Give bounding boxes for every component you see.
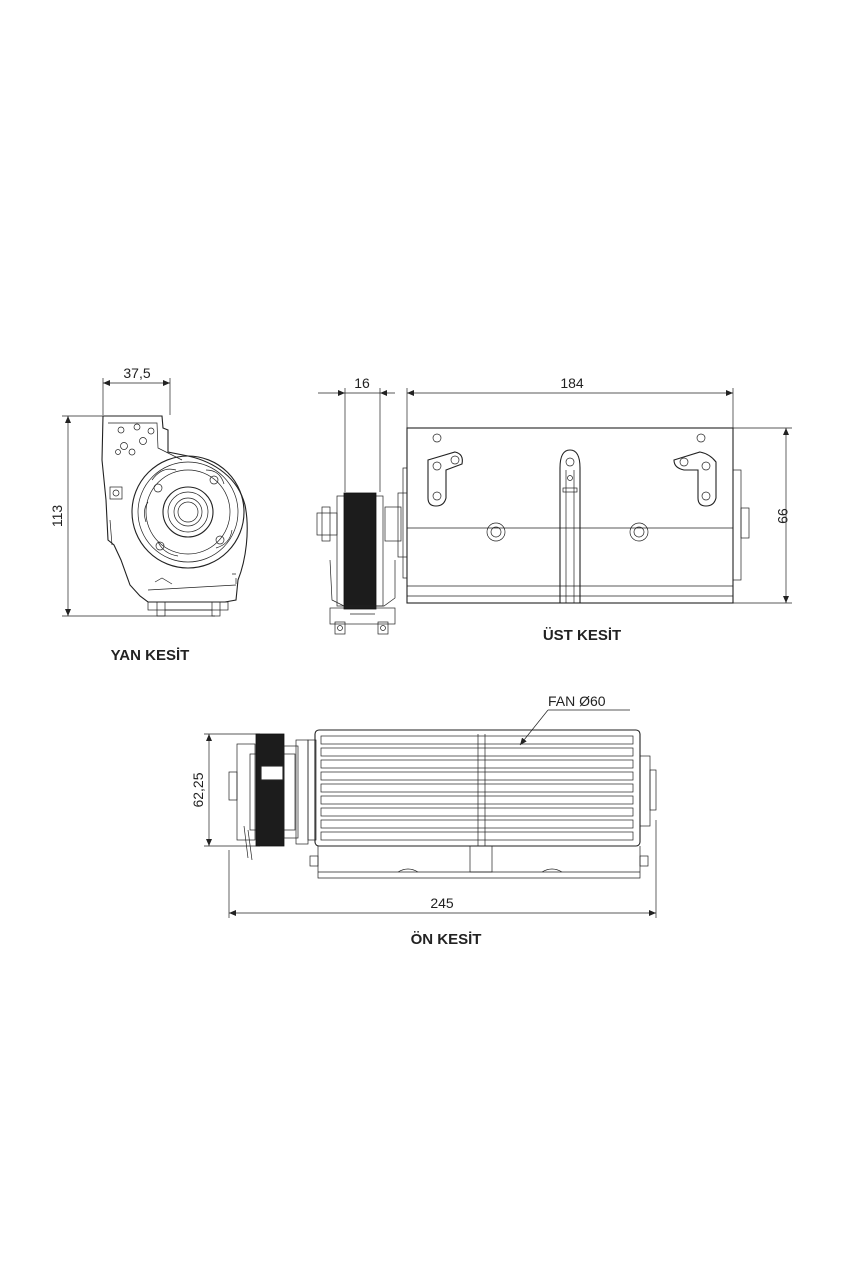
top-motor-bracket [316, 512, 338, 536]
front-base-plate [317, 846, 641, 879]
side-view-caption: YAN KESİT [111, 647, 190, 664]
side-motor-hub [162, 486, 214, 538]
top-motor-winding [343, 492, 377, 610]
top-view: 16 184 99 [316, 375, 792, 644]
front-fan-blades [320, 735, 634, 841]
top-right-mount-slot [673, 451, 717, 507]
side-width-dimension: 37,5 [123, 365, 150, 381]
top-center-rib [559, 449, 581, 604]
side-height-dimension: 113 [49, 505, 65, 528]
front-motor-winding [255, 733, 285, 847]
front-view: FAN Ø60 62,25 245 [190, 693, 657, 948]
front-height-dimension: 62,25 [190, 772, 206, 807]
top-housing-body [406, 427, 734, 604]
side-fan-outer-ring [131, 455, 245, 569]
front-motor-frame [236, 743, 256, 841]
front-length-dimension: 245 [430, 895, 454, 911]
front-view-caption: ÖN KESİT [411, 931, 482, 948]
side-view: 37,5 113 [49, 365, 248, 664]
top-height-dimension: 99 [775, 508, 791, 524]
front-fan-housing [314, 729, 641, 847]
fan-leader-line [519, 709, 549, 746]
top-view-caption: ÜST KESİT [543, 627, 621, 644]
side-housing-outline [101, 415, 248, 603]
top-length-dimension: 184 [560, 375, 584, 391]
top-left-mount-slot [427, 451, 463, 507]
top-motor-terminal-block [329, 607, 396, 625]
top-motor-width-dimension: 16 [354, 375, 370, 391]
fan-diameter-label: FAN Ø60 [548, 693, 606, 709]
